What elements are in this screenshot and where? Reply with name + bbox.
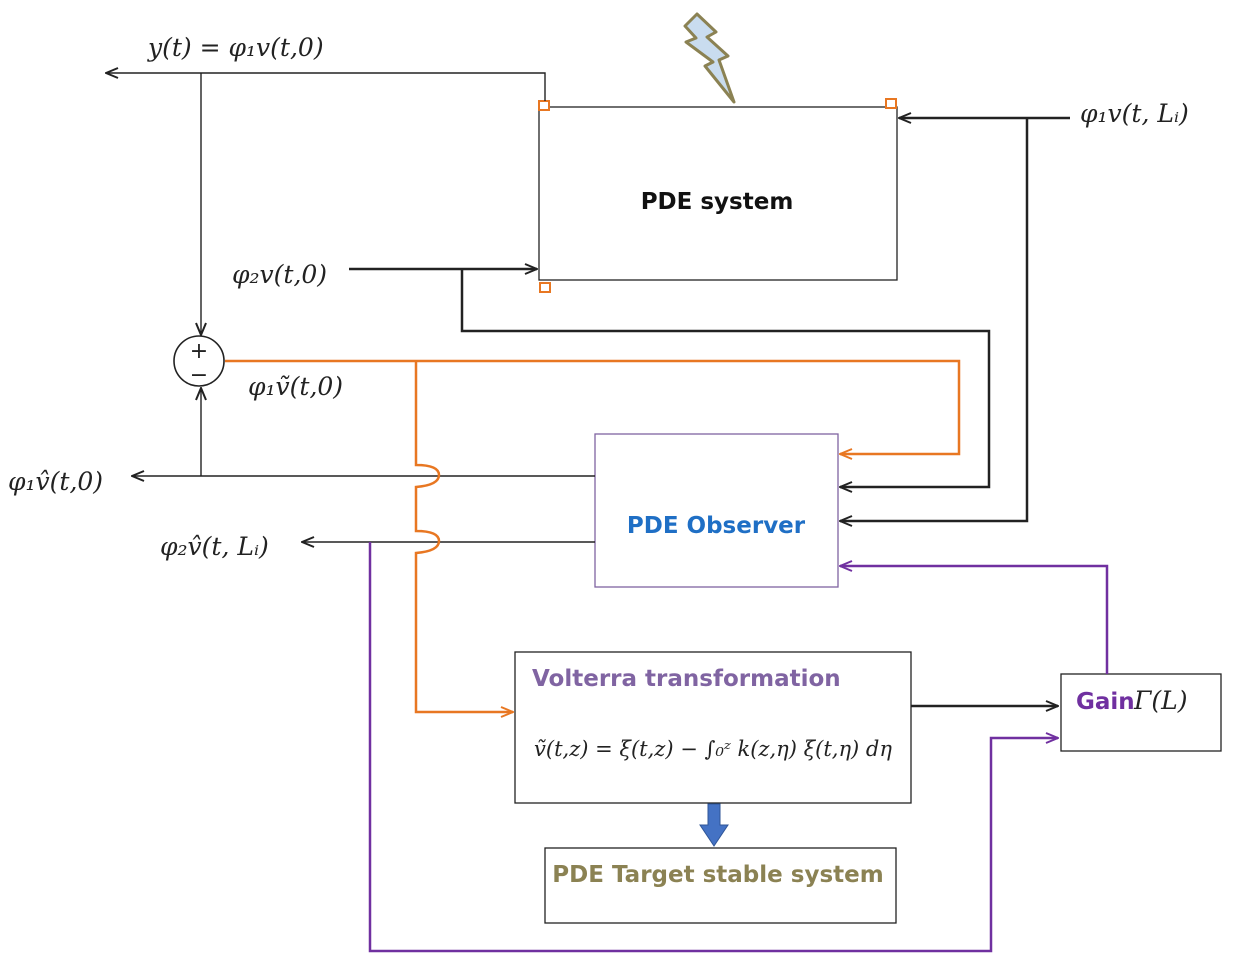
phi2-v-0-label: φ₂v(t,0) [232, 260, 327, 289]
boundary-to-observer-wire [840, 118, 1029, 521]
phi1-vhat-label: φ₁v̂(t,0) [8, 467, 103, 496]
volterra-title: Volterra transformation [532, 666, 841, 692]
port-marker [538, 100, 550, 111]
error-to-volterra-wire [414, 361, 513, 712]
pde-system-label: PDE system [641, 189, 794, 215]
lightning-bolt-icon [683, 12, 736, 104]
target-system-block [544, 847, 897, 924]
pde-observer-block [594, 433, 839, 588]
volterra-equation: ṽ(t,z) = ξ(t,z) − ∫₀ᶻ k(z,η) ξ(t,η) dη [534, 737, 892, 761]
down-arrow-icon [699, 803, 729, 847]
gain-word: Gain [1076, 689, 1135, 715]
phi1-vtilde-label: φ₁ṽ(t,0) [248, 372, 343, 401]
y-output-wire [106, 73, 546, 101]
phi2-to-observer-wire [460, 269, 991, 487]
target-system-label: PDE Target stable system [552, 862, 883, 888]
phi2-vhat-L-label: φ₂v̂(t, Lᵢ) [160, 532, 269, 561]
phi1-v-L-label: φ₁v(t, Lᵢ) [1080, 99, 1189, 128]
error-to-observer-wire [225, 359, 961, 454]
port-marker [885, 98, 897, 109]
port-marker [539, 282, 551, 293]
gain-symbol: Γ(L) [1133, 686, 1187, 715]
sum-plus-sign: + [190, 339, 208, 364]
gain-block [1060, 673, 1222, 752]
y-output-label: y(t) = φ₁v(t,0) [147, 33, 324, 62]
vhat-L-to-gain-wire [368, 542, 1058, 953]
gain-to-observer-wire [840, 566, 1109, 674]
pde-system-block [538, 106, 898, 281]
volterra-block [514, 651, 912, 804]
summing-junction-icon [173, 335, 225, 387]
sum-minus-sign: − [190, 363, 208, 388]
pde-observer-label: PDE Observer [627, 513, 806, 539]
